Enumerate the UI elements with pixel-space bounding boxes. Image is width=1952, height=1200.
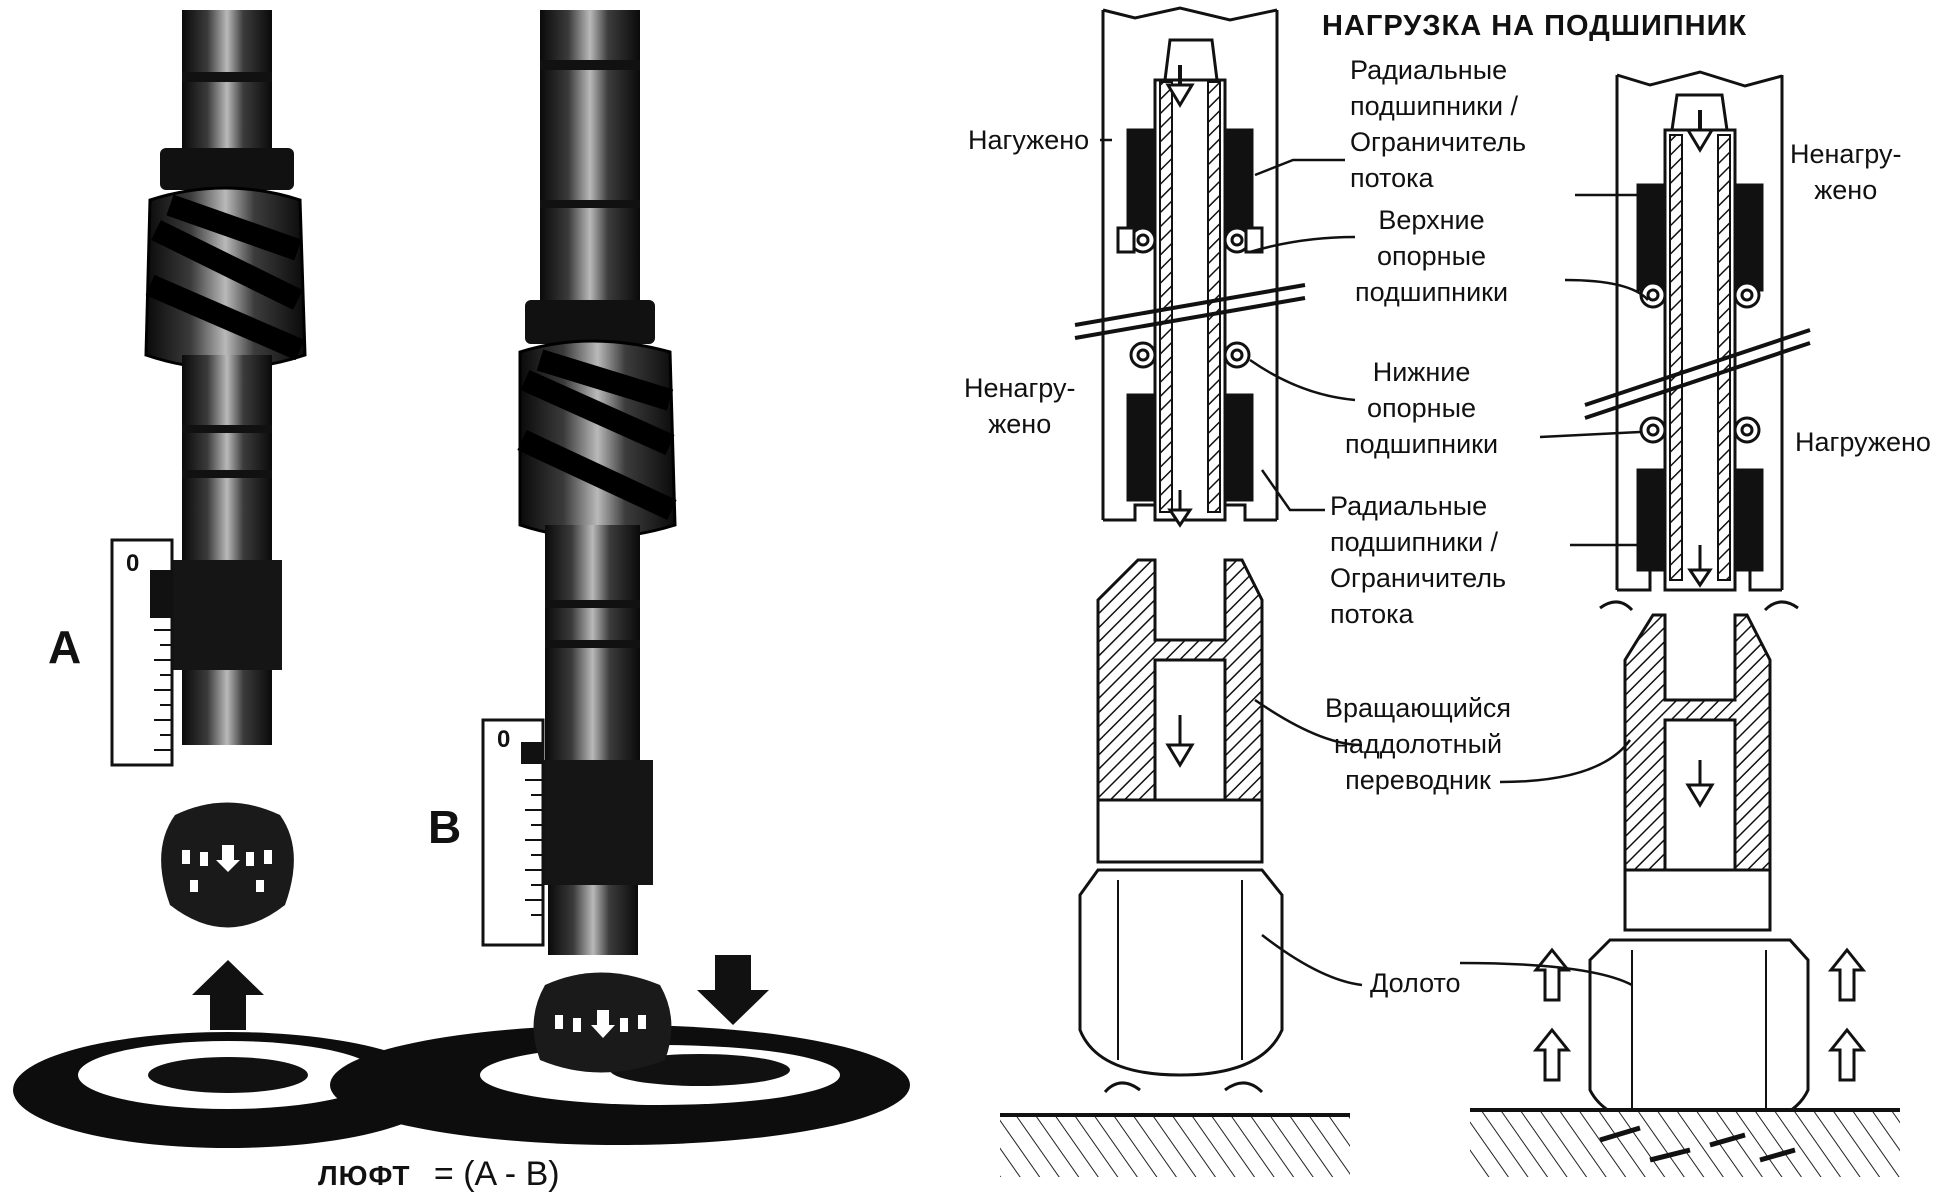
- backlash-formula: ЛЮФТ = (A - B): [318, 1155, 560, 1194]
- formula-expression: = (A - B): [433, 1155, 560, 1193]
- label-b: B: [428, 801, 462, 853]
- formula-word: ЛЮФТ: [318, 1160, 411, 1191]
- drill-assembly-b: [330, 10, 910, 1145]
- label-loaded-right: Нагружено: [1795, 427, 1931, 457]
- arrow-up-icon: [192, 960, 264, 1030]
- label-unloaded-right: Ненагру- жено: [1790, 139, 1902, 205]
- label-upper-thrust-bearings: Верхние опорные подшипники: [1355, 205, 1509, 307]
- scale-zero-b: 0: [497, 726, 511, 753]
- arrow-down-icon: [697, 955, 769, 1025]
- scale-zero-a: 0: [126, 550, 140, 577]
- label-loaded-left: Нагужено: [968, 125, 1090, 155]
- label-a: A: [48, 621, 82, 673]
- drill-assembly-a: [13, 10, 443, 1148]
- label-bit: Долото: [1370, 968, 1461, 998]
- label-lower-thrust-bearings: Нижние опорные подшипники: [1345, 357, 1499, 459]
- section-unloaded-upflow: [1470, 70, 1900, 1177]
- label-rotating-sub: Вращающийся наддолотный переводник: [1325, 693, 1512, 795]
- section-loaded-downflow: [1000, 6, 1350, 1177]
- label-radial-bearings-top: Радиальные подшипники / Ограничитель пот…: [1350, 55, 1527, 193]
- upflow-arrows-icon: [1532, 947, 1867, 1082]
- diagram-title: НАГРУЗКА НА ПОДШИПНИК: [1322, 10, 1748, 42]
- leader-lines: [1100, 138, 1649, 987]
- label-unloaded-left: Ненагру- жено: [964, 373, 1076, 439]
- label-radial-bearings-bottom: Радиальные подшипники / Ограничитель пот…: [1330, 491, 1507, 629]
